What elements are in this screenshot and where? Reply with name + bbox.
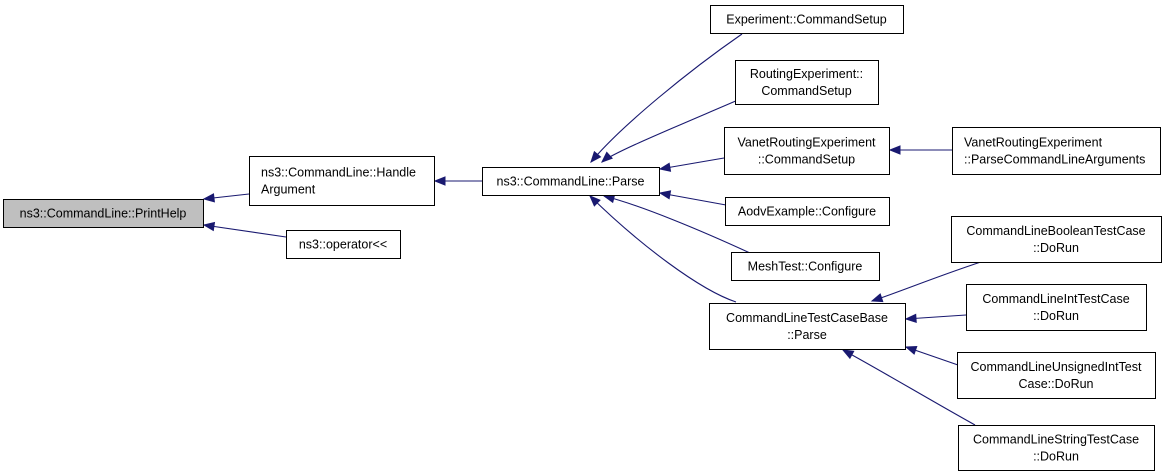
edges-layer bbox=[202, 33, 991, 426]
node-stringtest[interactable]: CommandLineStringTestCase::DoRun bbox=[958, 425, 1155, 471]
arrowhead-icon bbox=[904, 345, 918, 355]
node-label: ::DoRun bbox=[1033, 241, 1079, 255]
node-routingexp[interactable]: RoutingExperiment::CommandSetup bbox=[735, 60, 879, 105]
node-box bbox=[957, 352, 1156, 399]
node-label: CommandLineBooleanTestCase bbox=[966, 224, 1145, 238]
node-label: CommandLineStringTestCase bbox=[973, 433, 1139, 447]
node-label: VanetRoutingExperiment bbox=[964, 136, 1103, 150]
node-box bbox=[966, 284, 1147, 331]
node-label: ::CommandSetup bbox=[758, 153, 855, 167]
node-box bbox=[951, 216, 1162, 263]
node-label: MeshTest::Configure bbox=[748, 260, 863, 274]
arrowhead-icon bbox=[658, 190, 672, 200]
arrowhead-icon bbox=[870, 293, 884, 303]
arrowhead-icon bbox=[904, 313, 917, 324]
edge-operator-to-printhelp bbox=[202, 221, 287, 238]
node-box bbox=[724, 127, 890, 175]
node-box bbox=[286, 230, 401, 259]
node-box bbox=[735, 60, 879, 105]
node-box bbox=[482, 167, 660, 196]
node-box bbox=[709, 303, 906, 350]
node-label: ns3::operator<< bbox=[299, 238, 387, 252]
edge-routingexp-to-parse bbox=[600, 99, 739, 163]
edge-testbase-to-parse bbox=[589, 195, 737, 303]
node-label: Argument bbox=[261, 183, 316, 197]
arrowhead-icon bbox=[202, 221, 216, 232]
arrowhead-icon bbox=[888, 145, 901, 155]
arrowhead-icon bbox=[433, 176, 446, 186]
arrowhead-icon bbox=[590, 150, 602, 164]
node-label: CommandLineIntTestCase bbox=[982, 292, 1129, 306]
node-label: VanetRoutingExperiment bbox=[737, 136, 876, 150]
node-printhelp[interactable]: ns3::CommandLine::PrintHelp bbox=[3, 199, 204, 228]
node-inttest[interactable]: CommandLineIntTestCase::DoRun bbox=[966, 284, 1147, 331]
node-label: RoutingExperiment:: bbox=[750, 67, 863, 81]
node-label: Experiment::CommandSetup bbox=[726, 13, 887, 27]
node-label: AodvExample::Configure bbox=[738, 205, 876, 219]
node-vanetcmd[interactable]: VanetRoutingExperiment::CommandSetup bbox=[724, 127, 890, 175]
node-operator[interactable]: ns3::operator<< bbox=[286, 230, 401, 259]
node-booltest[interactable]: CommandLineBooleanTestCase::DoRun bbox=[951, 216, 1162, 263]
edge-experiment-to-parse bbox=[590, 33, 743, 164]
edge-aodv-to-parse bbox=[658, 190, 727, 206]
edge-parse-to-handleargument bbox=[433, 176, 482, 186]
node-vanetparse[interactable]: VanetRoutingExperiment::ParseCommandLine… bbox=[952, 127, 1161, 175]
node-label: ns3::CommandLine::PrintHelp bbox=[20, 207, 187, 221]
node-label: ns3::CommandLine::Parse bbox=[497, 175, 645, 189]
edge-uinttest-to-testbase bbox=[904, 345, 959, 366]
nodes-layer: ns3::CommandLine::PrintHelp ns3::CommandL… bbox=[3, 5, 1162, 471]
node-label: ::Parse bbox=[787, 328, 827, 342]
edge-stringtest-to-testbase bbox=[841, 349, 976, 426]
node-label: ::DoRun bbox=[1033, 309, 1079, 323]
node-label: ns3::CommandLine::Handle bbox=[261, 166, 416, 180]
node-box bbox=[725, 197, 890, 226]
node-label: ::ParseCommandLineArguments bbox=[964, 153, 1145, 167]
arrowhead-icon bbox=[600, 151, 613, 163]
node-aodv[interactable]: AodvExample::Configure bbox=[725, 197, 890, 226]
node-mesh[interactable]: MeshTest::Configure bbox=[731, 252, 880, 281]
node-label: CommandLineTestCaseBase bbox=[726, 311, 888, 325]
edge-vanetparse-to-vanetcmd bbox=[888, 145, 952, 155]
node-testbase[interactable]: CommandLineTestCaseBase::Parse bbox=[709, 303, 906, 350]
node-box bbox=[3, 199, 204, 228]
arrowhead-icon bbox=[658, 162, 672, 172]
node-parse[interactable]: ns3::CommandLine::Parse bbox=[482, 167, 660, 196]
node-label: Case::DoRun bbox=[1018, 377, 1093, 391]
node-box bbox=[958, 425, 1155, 471]
edge-handleargument-to-printhelp bbox=[202, 193, 250, 203]
node-box bbox=[731, 252, 880, 281]
node-label: ::DoRun bbox=[1033, 450, 1079, 464]
node-box bbox=[710, 5, 904, 34]
edge-vanetcmd-to-parse bbox=[658, 157, 725, 172]
edge-inttest-to-testbase bbox=[904, 313, 967, 324]
arrowhead-icon bbox=[589, 195, 601, 207]
node-experiment[interactable]: Experiment::CommandSetup bbox=[710, 5, 904, 34]
node-box bbox=[952, 127, 1161, 175]
node-box bbox=[249, 156, 435, 206]
arrowhead-icon bbox=[841, 349, 855, 360]
arrowhead-icon bbox=[202, 193, 215, 203]
node-label: CommandSetup bbox=[761, 84, 851, 98]
node-label: CommandLineUnsignedIntTest bbox=[971, 360, 1142, 374]
edge-booltest-to-testbase bbox=[870, 258, 991, 303]
